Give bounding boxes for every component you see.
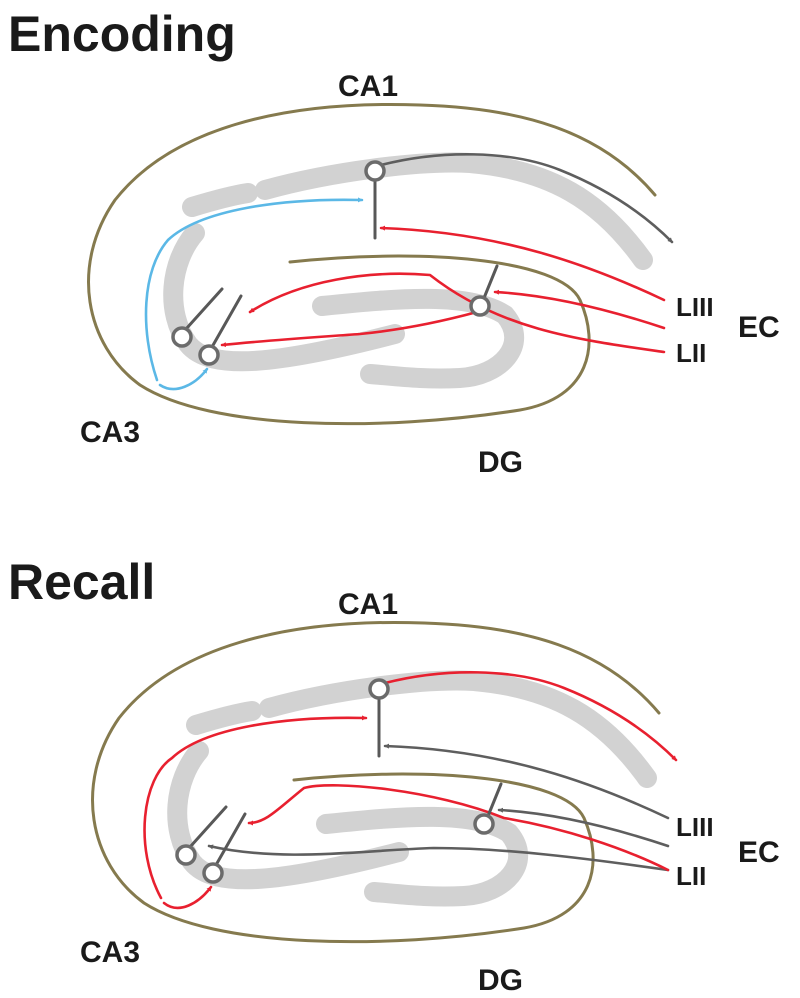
ca3-neuron [175, 805, 228, 866]
perforant-path-ca3 [248, 272, 666, 354]
perforant-path-ca3 [207, 844, 670, 872]
schaffer-collateral-pathway [143, 715, 368, 900]
hippocampus-anatomy [89, 104, 655, 423]
encoding-panel: Encoding CA1 CA3 DG EC LIII LII [8, 6, 780, 479]
hippocampus-anatomy [93, 622, 659, 941]
ec-label: EC [738, 311, 780, 344]
ca1-output-pathway [379, 153, 674, 244]
ca1-label: CA1 [338, 70, 398, 103]
ca3-label: CA3 [80, 936, 140, 969]
ca3-recurrent-pathway [162, 885, 213, 910]
dg-neuron [469, 264, 499, 317]
mossy-fiber-pathway [220, 310, 479, 348]
ca3-neuron [202, 812, 247, 884]
ca3-neuron [198, 294, 243, 366]
ca3-label: CA3 [80, 416, 140, 449]
temporoammonic-pathway [383, 743, 670, 820]
ec-layer-iii-label: LIII [676, 812, 714, 842]
dg-label: DG [478, 446, 523, 479]
schaffer-collateral-pathway [144, 197, 364, 382]
ca1-neuron [368, 678, 390, 758]
ca3-neuron [171, 287, 224, 348]
ec-layer-iii-label: LIII [676, 292, 714, 322]
ec-layer-ii-label: LII [676, 861, 706, 891]
perforant-path-dg [493, 289, 666, 330]
panel-title: Encoding [8, 6, 236, 62]
mossy-fiber-pathway [247, 784, 670, 872]
temporoammonic-pathway [379, 225, 666, 302]
ec-layer-ii-label: LII [676, 338, 706, 368]
dg-neuron [473, 782, 503, 835]
ec-label: EC [738, 836, 780, 869]
ca1-neuron [364, 160, 386, 240]
recall-panel: Recall CA1 CA3 DG EC LIII LII [8, 554, 780, 997]
dg-label: DG [478, 964, 523, 997]
ca3-recurrent-pathway [158, 367, 209, 391]
ca1-output-pathway [383, 671, 678, 762]
panel-title: Recall [8, 554, 155, 610]
perforant-path-dg [497, 807, 670, 848]
ca1-label: CA1 [338, 588, 398, 621]
